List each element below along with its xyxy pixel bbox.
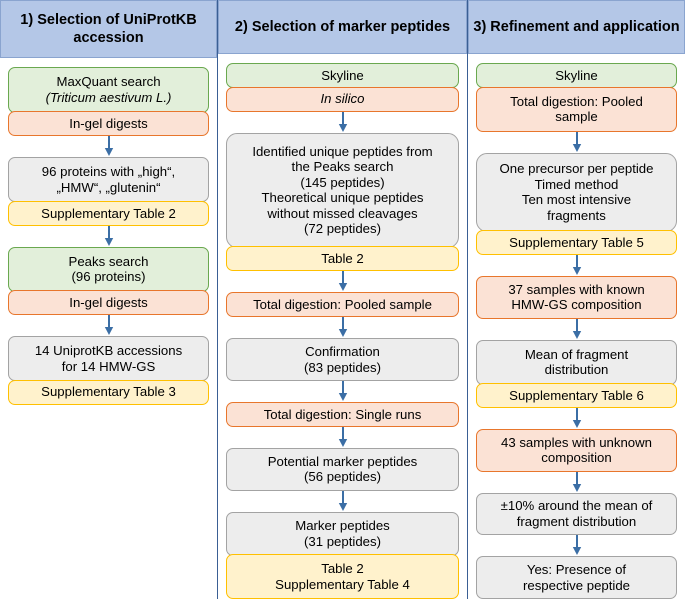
- arrow-1-1: [8, 136, 209, 157]
- col1-group-peaks: Peaks search (96 proteins) In-gel digest…: [8, 246, 209, 316]
- node-one-precursor-per-peptide[interactable]: One precursor per peptide Timed method T…: [476, 152, 677, 232]
- col3-group-precursor: One precursor per peptide Timed method T…: [476, 152, 677, 256]
- arrow-3-5: [476, 471, 677, 493]
- node-supplementary-table-3[interactable]: Supplementary Table 3: [8, 379, 209, 405]
- arrow-1-2: [8, 225, 209, 247]
- node-marker-peptides[interactable]: Marker peptides (31 peptides): [226, 511, 459, 556]
- node-supplementary-table-2[interactable]: Supplementary Table 2: [8, 200, 209, 226]
- node-maxquant-search-line1: MaxQuant search: [56, 74, 161, 90]
- col2-group-identified: Identified unique peptides from the Peak…: [226, 132, 459, 272]
- column-1-header: 1) Selection of UniProtKB accession: [0, 0, 217, 58]
- node-14-uniprotkb-accessions[interactable]: 14 UniprotKB accessions for 14 HMW-GS: [8, 336, 209, 382]
- node-37-samples-known[interactable]: 37 samples with known HMW-GS composition: [476, 276, 677, 319]
- col2-group-skyline: Skyline In silico: [226, 63, 459, 112]
- arrow-2-3: [226, 317, 459, 338]
- col2-group-marker-peptides: Marker peptides (31 peptides) Table 2 Su…: [226, 511, 459, 599]
- arrow-3-4: [476, 408, 677, 429]
- node-confirmation[interactable]: Confirmation (83 peptides): [226, 338, 459, 381]
- node-total-digestion-pooled-2[interactable]: Total digestion: Pooled sample: [226, 292, 459, 318]
- arrow-3-3: [476, 318, 677, 340]
- column-2-header: 2) Selection of marker peptides: [218, 0, 467, 55]
- col1-group-96proteins: 96 proteins with „high“, „HMW“, „gluteni…: [8, 157, 209, 226]
- column-1-selection-uniprotkb: 1) Selection of UniProtKB accession MaxQ…: [0, 0, 217, 599]
- arrow-1-3: [8, 315, 209, 336]
- col1-group-accessions: 14 UniprotKB accessions for 14 HMW-GS Su…: [8, 336, 209, 405]
- node-plus-minus-10-percent[interactable]: ±10% around the mean of fragment distrib…: [476, 492, 677, 536]
- col1-group-maxquant: MaxQuant search (Triticum aestivum L.) I…: [8, 67, 209, 137]
- node-in-gel-digests-1[interactable]: In-gel digests: [8, 111, 209, 137]
- node-peaks-search[interactable]: Peaks search (96 proteins): [8, 246, 209, 292]
- col1-spacer: [8, 405, 209, 599]
- node-in-silico[interactable]: In silico: [226, 86, 459, 112]
- arrow-2-5: [226, 426, 459, 448]
- arrow-3-2: [476, 255, 677, 276]
- node-in-gel-digests-2[interactable]: In-gel digests: [8, 290, 209, 316]
- node-skyline-3[interactable]: Skyline: [476, 63, 677, 89]
- node-96-proteins[interactable]: 96 proteins with „high“, „HMW“, „gluteni…: [8, 157, 209, 203]
- node-total-digestion-single-runs[interactable]: Total digestion: Single runs: [226, 401, 459, 427]
- node-total-digestion-pooled-3[interactable]: Total digestion: Pooled sample: [476, 86, 677, 132]
- arrow-3-1: [476, 131, 677, 153]
- node-table-2-a[interactable]: Table 2: [226, 246, 459, 272]
- column-2-selection-marker-peptides: 2) Selection of marker peptides Skyline …: [217, 0, 468, 599]
- column-3-refinement-application: 3) Refinement and application Skyline To…: [468, 0, 685, 599]
- node-table-2-supplementary-table-4[interactable]: Table 2 Supplementary Table 4: [226, 554, 459, 599]
- col3-group-mean-fragment: Mean of fragment distribution Supplement…: [476, 339, 677, 409]
- node-43-samples-unknown[interactable]: 43 samples with unknown composition: [476, 429, 677, 472]
- node-supplementary-table-6[interactable]: Supplementary Table 6: [476, 383, 677, 409]
- arrow-2-2: [226, 271, 459, 292]
- arrow-2-6: [226, 490, 459, 512]
- node-maxquant-search-line2: (Triticum aestivum L.): [45, 90, 172, 105]
- column-3-header: 3) Refinement and application: [468, 0, 685, 55]
- arrow-2-1: [226, 111, 459, 133]
- node-mean-of-fragment-distribution[interactable]: Mean of fragment distribution: [476, 339, 677, 385]
- node-supplementary-table-5[interactable]: Supplementary Table 5: [476, 230, 677, 256]
- arrow-3-6: [476, 535, 677, 556]
- node-identified-unique-peptides[interactable]: Identified unique peptides from the Peak…: [226, 132, 459, 248]
- col3-group-skyline: Skyline Total digestion: Pooled sample: [476, 63, 677, 132]
- node-potential-marker-peptides[interactable]: Potential marker peptides (56 peptides): [226, 447, 459, 491]
- node-maxquant-search[interactable]: MaxQuant search (Triticum aestivum L.): [8, 67, 209, 113]
- arrow-2-4: [226, 380, 459, 402]
- node-yes-presence-of-respective-peptide[interactable]: Yes: Presence of respective peptide: [476, 556, 677, 599]
- node-skyline-2[interactable]: Skyline: [226, 63, 459, 89]
